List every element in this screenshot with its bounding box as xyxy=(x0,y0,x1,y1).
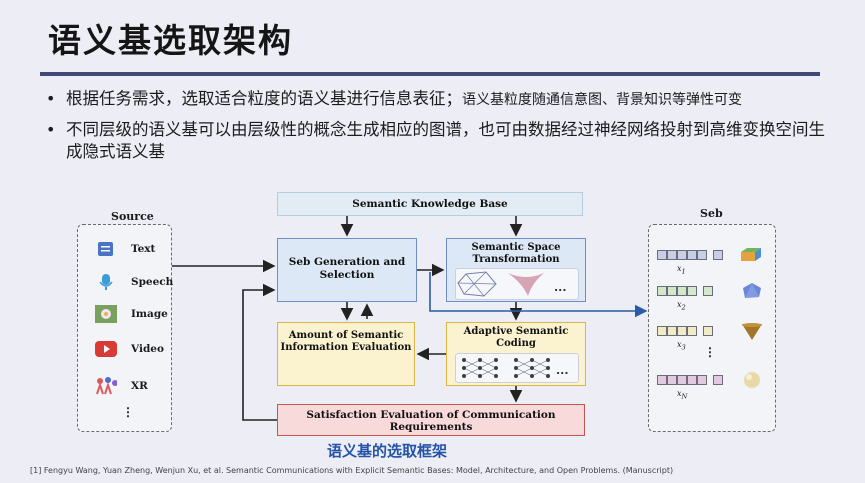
bullet-2-main: 不同层级的语义基可以由层级性的概念生成相应的图谱，也可由数据经过神经网络投射到高… xyxy=(66,120,825,161)
seb-row-3-label: x3 xyxy=(677,340,686,352)
source-speech-label: Speech xyxy=(131,276,174,288)
source-image: Image xyxy=(95,303,175,325)
reference-citation: [1] Fengyu Wang, Yuan Zheng, Wenjun Xu, … xyxy=(30,466,674,475)
neural-network-icon: ... xyxy=(462,358,569,378)
title-divider xyxy=(40,72,820,76)
satisfaction-evaluation-box: Satisfaction Evaluation of Communication… xyxy=(277,404,585,436)
document-icon xyxy=(95,240,117,258)
seb-row-n-label: xN xyxy=(677,389,688,401)
information-evaluation-box: Amount of Semantic Information Evaluatio… xyxy=(277,322,415,386)
seb-header: Seb xyxy=(700,207,723,220)
source-text: Text xyxy=(95,238,175,260)
source-panel xyxy=(77,224,172,432)
slide-title: 语义基选取架构 xyxy=(48,21,293,60)
source-text-label: Text xyxy=(131,243,156,255)
seb-row-n: xN xyxy=(657,372,767,401)
seb-row-3: x3 xyxy=(657,323,767,352)
bullet-1: • 根据任务需求，选取适合粒度的语义基进行信息表征；语义基粒度随通信意图、背景知… xyxy=(44,88,834,111)
microphone-icon xyxy=(95,273,117,291)
semantic-knowledge-base: Semantic Knowledge Base xyxy=(277,192,583,216)
colored-cube-icon xyxy=(741,248,761,261)
source-xr: XR xyxy=(95,375,175,397)
bullet-1-small: 语义基粒度随通信意图、背景知识等弹性可变 xyxy=(462,92,742,108)
source-image-label: Image xyxy=(131,308,168,320)
asc-ellipsis: ... xyxy=(556,364,569,377)
brown-cone-icon xyxy=(742,323,762,340)
source-video-label: Video xyxy=(131,343,164,355)
xr-figures-icon xyxy=(95,377,117,395)
bullet-list: • 根据任务需求，选取适合粒度的语义基进行信息表征；语义基粒度随通信意图、背景知… xyxy=(44,88,834,171)
semantic-space-transformation-box: Semantic Space Transformation ... xyxy=(446,238,586,302)
beige-sphere-icon xyxy=(744,372,760,388)
seb-ellipsis: ⋮ xyxy=(704,345,716,359)
seb-generation-box: Seb Generation and Selection xyxy=(277,238,417,302)
seb-row-1-label: x1 xyxy=(677,264,686,276)
seb-row-2: x2 xyxy=(657,283,767,312)
video-play-icon xyxy=(95,340,117,358)
transformation-graphic: ... xyxy=(455,268,579,300)
network-funnel-icon: ... xyxy=(457,271,567,297)
source-header: Source xyxy=(111,210,154,223)
adaptive-semantic-coding-box: Adaptive Semantic Coding ... xyxy=(446,322,586,386)
source-xr-label: XR xyxy=(131,380,148,392)
source-video: Video xyxy=(95,338,175,360)
diagram-caption: 语义基的选取框架 xyxy=(327,442,448,460)
sst-title: Semantic Space Transformation xyxy=(471,242,561,265)
blue-polyhedron-icon xyxy=(743,283,761,298)
bullet-dot: • xyxy=(46,120,56,139)
asc-title: Adaptive Semantic Coding xyxy=(463,326,569,349)
sst-ellipsis: ... xyxy=(554,281,567,294)
coding-graphic: ... xyxy=(455,353,579,383)
bullet-1-main: 根据任务需求，选取适合粒度的语义基进行信息表征； xyxy=(66,89,462,108)
bullet-dot: • xyxy=(46,89,56,108)
source-ellipsis: ⋮ xyxy=(122,405,134,419)
photo-icon xyxy=(95,305,117,323)
seb-row-2-label: x2 xyxy=(677,300,686,312)
bullet-2: • 不同层级的语义基可以由层级性的概念生成相应的图谱，也可由数据经过神经网络投射… xyxy=(44,119,834,163)
source-speech: Speech xyxy=(95,271,175,293)
seb-row-1: x1 xyxy=(657,248,767,276)
